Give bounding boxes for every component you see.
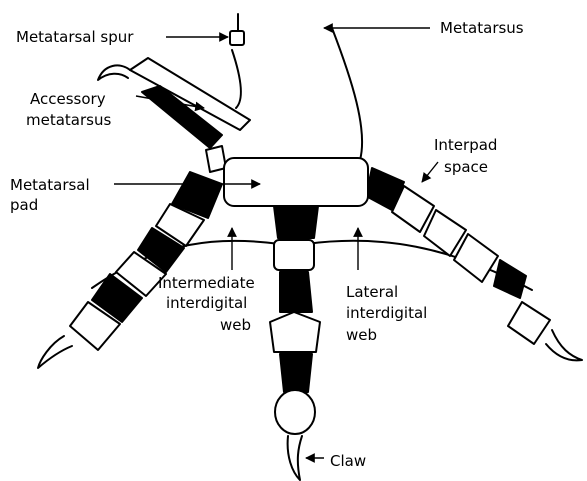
label-intermediate-line1: Intermediate <box>158 274 255 292</box>
label-lateral-line1: Lateral <box>346 283 398 301</box>
right-digit <box>366 168 582 360</box>
label-metatarsal-pad-line2: pad <box>10 196 38 214</box>
label-intermediate-line2: interdigital <box>166 294 247 312</box>
metatarsal-spur <box>230 31 244 45</box>
metatarsus-shape <box>232 14 362 160</box>
label-metatarsus: Metatarsus <box>440 19 524 37</box>
label-metatarsal-pad-line1: Metatarsal <box>10 176 90 194</box>
label-lateral-line2: interdigital <box>346 304 427 322</box>
label-lateral-line3: web <box>346 326 377 344</box>
label-intermediate-line3: web <box>220 316 251 334</box>
arrow-interpad-space <box>422 162 438 182</box>
label-accessory-line1: Accessory <box>30 90 106 108</box>
label-interpad-line1: Interpad <box>434 136 497 154</box>
label-interpad-line2: space <box>444 158 488 176</box>
middle-digit <box>270 206 320 480</box>
metatarsal-pad <box>224 158 368 206</box>
left-digit <box>38 172 222 368</box>
label-metatarsal-spur: Metatarsal spur <box>16 28 134 46</box>
label-accessory-line2: metatarsus <box>26 111 111 129</box>
accessory-metatarsus-shape <box>98 58 250 172</box>
label-claw: Claw <box>330 452 366 470</box>
